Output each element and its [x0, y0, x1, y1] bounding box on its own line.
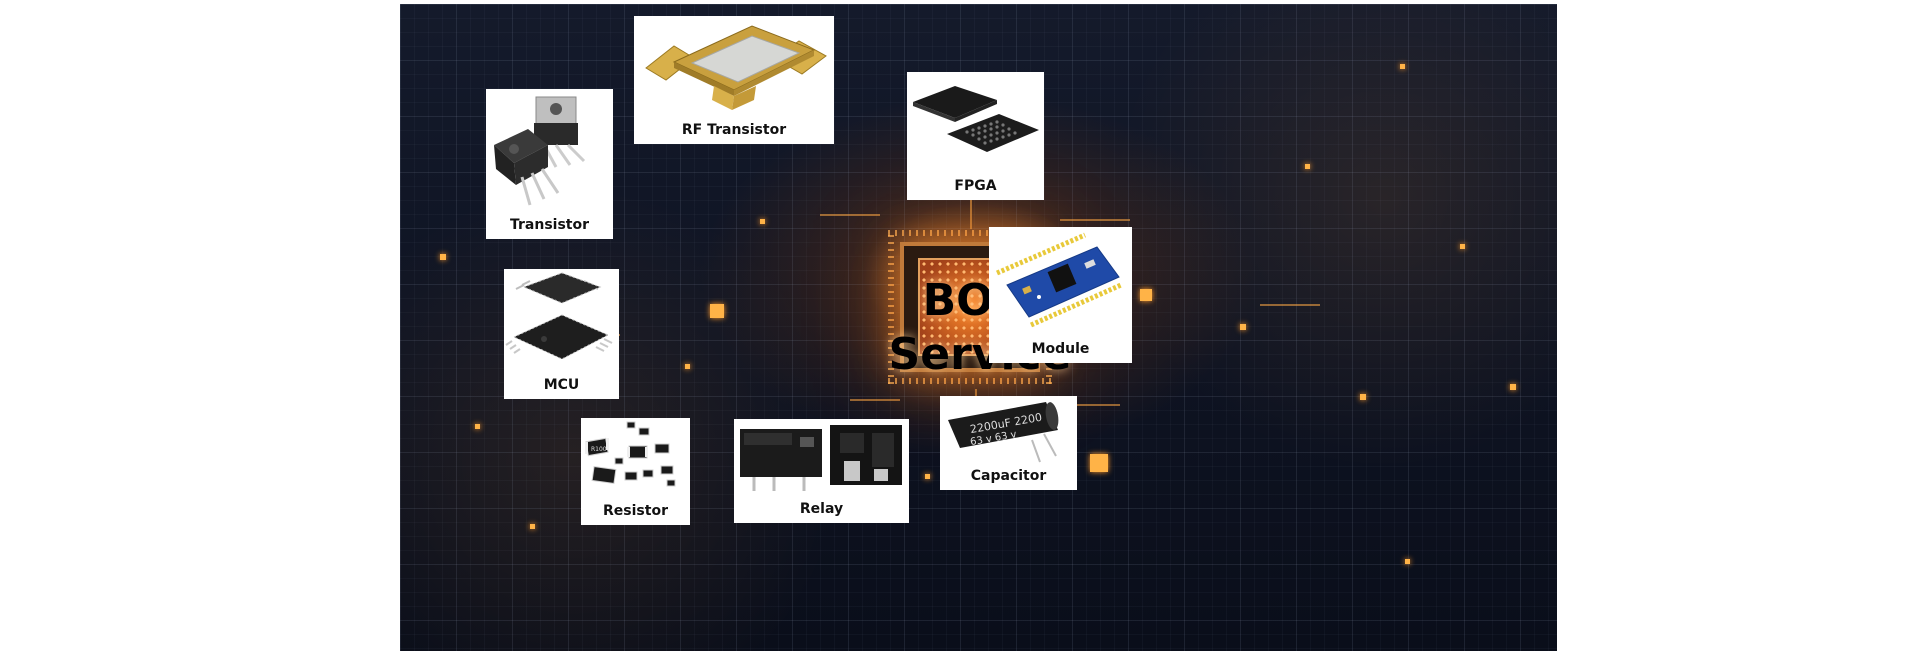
glow-spark — [1140, 289, 1152, 301]
component-card-resistor[interactable]: R100 Resistor — [581, 418, 690, 525]
glow-spark — [475, 424, 480, 429]
glow-spark — [1090, 454, 1108, 472]
circuit-trace — [820, 214, 880, 216]
component-card-module[interactable]: Module — [989, 227, 1132, 363]
glow-spark — [925, 474, 930, 479]
fpga-image — [907, 72, 1044, 174]
glow-spark — [440, 254, 446, 260]
glow-spark — [1510, 384, 1516, 390]
rf-transistor-label: RF Transistor — [681, 122, 787, 138]
component-card-fpga[interactable]: FPGA — [907, 72, 1044, 200]
relay-image — [734, 419, 909, 497]
mcu-label: MCU — [543, 377, 580, 393]
mcu-image — [504, 269, 619, 373]
glow-spark — [1405, 559, 1410, 564]
glow-spark — [685, 364, 690, 369]
glow-spark — [1400, 64, 1405, 69]
circuit-trace — [1040, 404, 1120, 406]
glow-spark — [760, 219, 765, 224]
component-card-rf-transistor[interactable]: RF Transistor — [634, 16, 834, 144]
transistor-image — [486, 89, 613, 213]
circuit-trace — [1060, 219, 1130, 221]
transistor-label: Transistor — [509, 217, 589, 233]
circuit-trace — [850, 399, 900, 401]
rf-transistor-image — [634, 16, 834, 118]
capacitor-label: Capacitor — [970, 468, 1047, 484]
glow-spark — [710, 304, 724, 318]
glow-spark — [1460, 244, 1465, 249]
circuit-trace — [1260, 304, 1320, 306]
module-image — [989, 227, 1132, 337]
component-card-relay[interactable]: Relay — [734, 419, 909, 523]
resistor-label: Resistor — [603, 503, 668, 519]
component-card-capacitor[interactable]: 2200uF 2200 63 v 63 v Capacitor — [940, 396, 1077, 490]
relay-label: Relay — [799, 501, 844, 517]
component-card-transistor[interactable]: Transistor — [486, 89, 613, 239]
glow-spark — [1240, 324, 1246, 330]
component-card-mcu[interactable]: MCU — [504, 269, 619, 399]
resistor-image: R100 — [581, 418, 690, 499]
capacitor-image: 2200uF 2200 63 v 63 v — [940, 396, 1077, 464]
glow-spark — [1305, 164, 1310, 169]
fpga-label: FPGA — [954, 178, 997, 194]
glow-spark — [1360, 394, 1366, 400]
circuit-trace — [970, 184, 972, 229]
bom-service-banner: BOM Service RF Transistor — [400, 4, 1557, 651]
module-label: Module — [1031, 341, 1090, 357]
glow-spark — [530, 524, 535, 529]
svg-text:R100: R100 — [591, 446, 607, 453]
